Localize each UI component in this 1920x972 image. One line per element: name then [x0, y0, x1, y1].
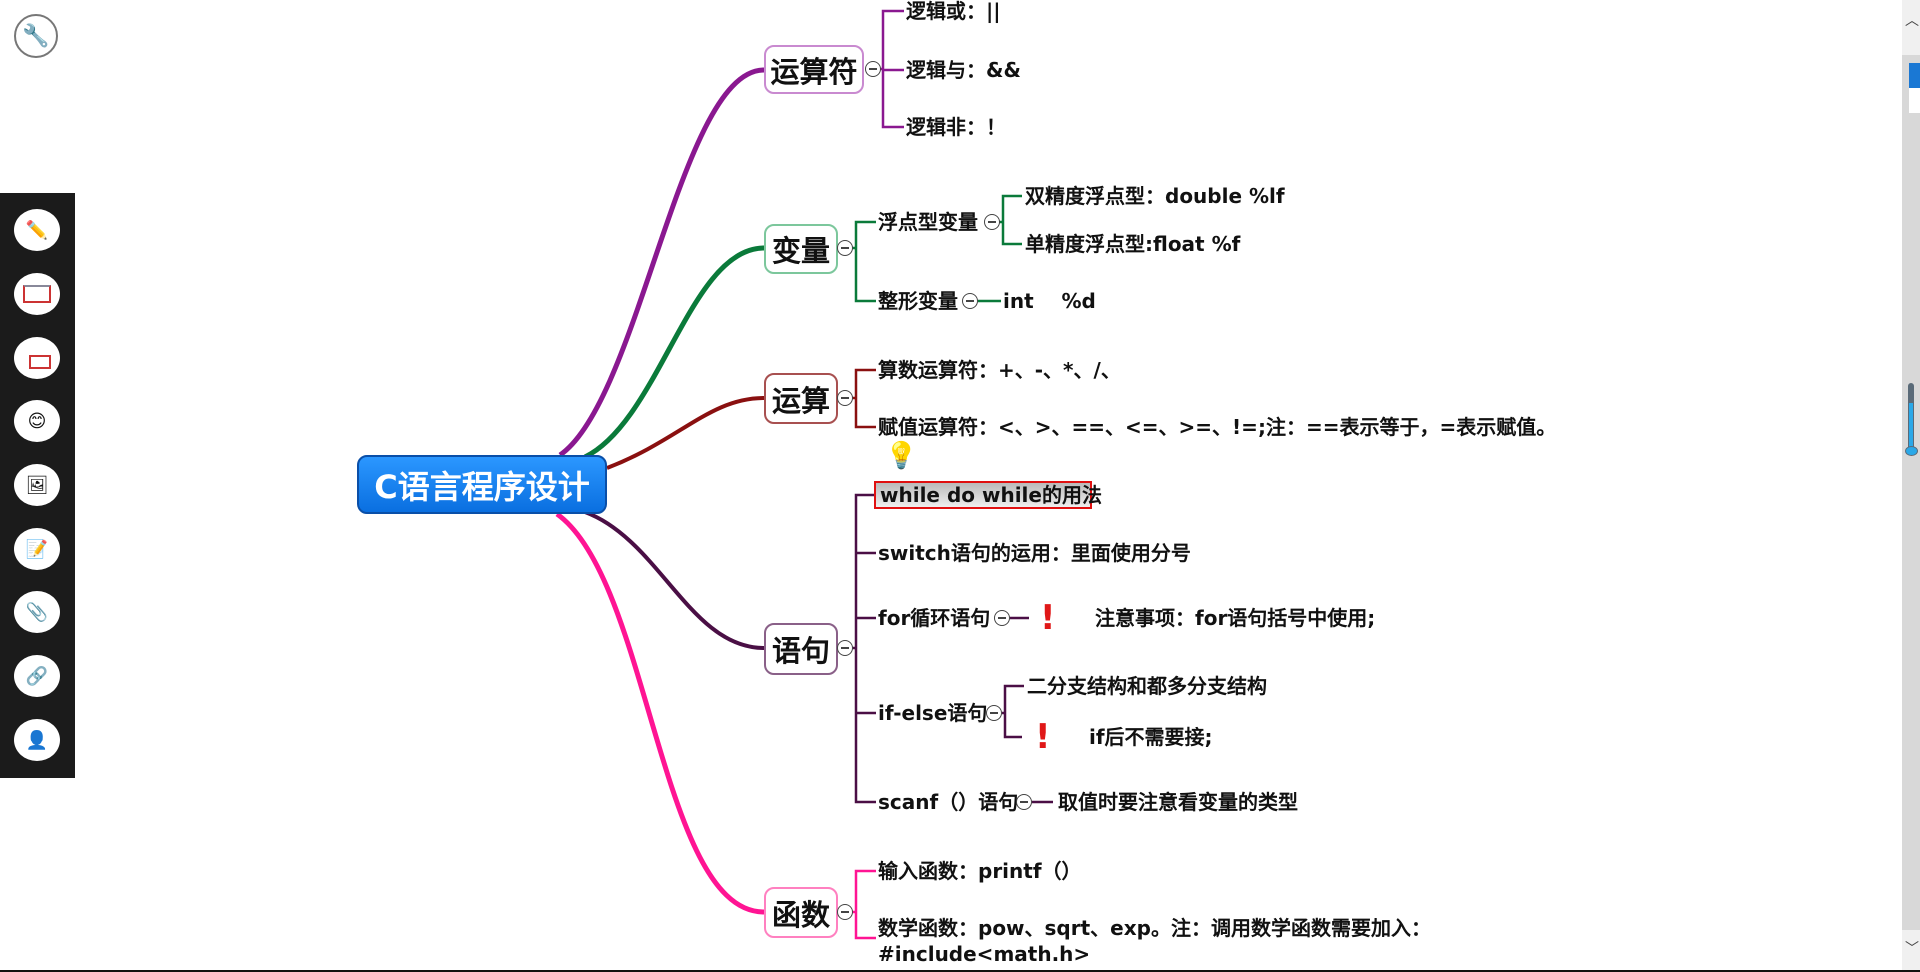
hyperlink-icon[interactable]: 🔗: [14, 655, 60, 697]
scroll-up-arrow-icon[interactable]: ︿: [1905, 13, 1919, 29]
overview-viewport: [1909, 63, 1920, 88]
topic-arith[interactable]: 运算: [764, 373, 838, 424]
scroll-track[interactable]: [1902, 55, 1920, 930]
left-toolbar: ✏️ 😊 🖼 📝 📎 🔗 👤: [0, 193, 75, 778]
leaf-int-variable[interactable]: 整形变量: [878, 289, 958, 313]
central-topic[interactable]: C语言程序设计: [357, 455, 607, 514]
leaf-assignment-operators[interactable]: 赋值运算符：<、>、==、<=、>=、!=;注：==表示等于，=表示赋值。: [878, 415, 1557, 439]
leaf-float-variable[interactable]: 浮点型变量: [878, 210, 978, 234]
collapse-toggle[interactable]: [962, 293, 978, 309]
image-icon[interactable]: 🖼: [14, 464, 60, 506]
pencil-icon[interactable]: ✏️: [14, 209, 60, 251]
leaf-for-note[interactable]: 注意事项：for语句括号中使用;: [1095, 606, 1376, 630]
important-marker-icon: !: [1040, 598, 1056, 638]
note-icon[interactable]: 📝: [14, 528, 60, 570]
leaf-while-selected[interactable]: while do while的用法: [874, 481, 1102, 509]
leaf-int[interactable]: int %d: [1003, 289, 1096, 313]
leaf-if-note[interactable]: if后不需要接;: [1089, 725, 1213, 749]
collapse-toggle[interactable]: [837, 390, 853, 406]
bottom-border: [0, 970, 1920, 972]
collapse-toggle[interactable]: [986, 705, 1002, 721]
leaf-for-loop[interactable]: for循环语句: [878, 606, 991, 630]
leaf-switch[interactable]: switch语句的运用：里面使用分号: [878, 541, 1191, 565]
leaf-logical-or[interactable]: 逻辑或：||: [906, 0, 1001, 23]
collapse-toggle[interactable]: [1016, 794, 1032, 810]
collapse-toggle[interactable]: [865, 61, 881, 77]
overview-area: [1909, 88, 1920, 113]
leaf-branch-structure[interactable]: 二分支结构和都多分支结构: [1027, 674, 1267, 698]
important-marker-icon: !: [1035, 717, 1051, 757]
collapse-toggle[interactable]: [837, 640, 853, 656]
leaf-math-functions[interactable]: 数学函数：pow、sqrt、exp。注：调用数学函数需要加入：: [878, 916, 1431, 940]
topic-statements[interactable]: 语句: [764, 623, 838, 675]
lightbulb-icon: 💡: [885, 441, 918, 471]
leaf-printf[interactable]: 输入函数：printf（）: [878, 859, 1082, 883]
vertical-scrollbar[interactable]: ︿ ﹀: [1902, 0, 1920, 970]
leaf-float[interactable]: 单精度浮点型:float %f: [1025, 232, 1241, 256]
scroll-down-arrow-icon[interactable]: ﹀: [1905, 941, 1919, 957]
topic-functions[interactable]: 函数: [764, 887, 838, 938]
collapse-toggle[interactable]: [837, 904, 853, 920]
leaf-double[interactable]: 双精度浮点型：double %lf: [1025, 184, 1285, 208]
collapse-toggle[interactable]: [984, 214, 1000, 230]
leaf-scanf[interactable]: scanf（）语句: [878, 790, 1019, 814]
collapse-toggle[interactable]: [994, 610, 1010, 626]
leaf-logical-and[interactable]: 逻辑与：&&: [906, 58, 1021, 82]
topic-variables[interactable]: 变量: [764, 224, 838, 274]
collapse-toggle[interactable]: [837, 240, 853, 256]
zoom-slider-bulb[interactable]: [1905, 446, 1918, 456]
topic-operators[interactable]: 运算符: [764, 45, 864, 94]
emoji-icon[interactable]: 😊: [14, 400, 60, 442]
insert-subtopic-icon[interactable]: [14, 337, 60, 379]
more-icon[interactable]: 👤: [14, 719, 60, 761]
leaf-arithmetic-operators[interactable]: 算数运算符：+、-、*、/、: [878, 358, 1121, 382]
leaf-scanf-note[interactable]: 取值时要注意看变量的类型: [1058, 790, 1298, 814]
settings-wrench-icon[interactable]: 🔧: [14, 14, 58, 58]
insert-topic-icon[interactable]: [14, 273, 60, 315]
leaf-if-else[interactable]: if-else语句: [878, 701, 988, 725]
attachment-icon[interactable]: 📎: [14, 591, 60, 633]
zoom-slider-thumb[interactable]: [1908, 383, 1914, 453]
leaf-logical-not[interactable]: 逻辑非：！: [906, 115, 1006, 139]
leaf-include-math[interactable]: #include<math.h>: [878, 942, 1091, 966]
